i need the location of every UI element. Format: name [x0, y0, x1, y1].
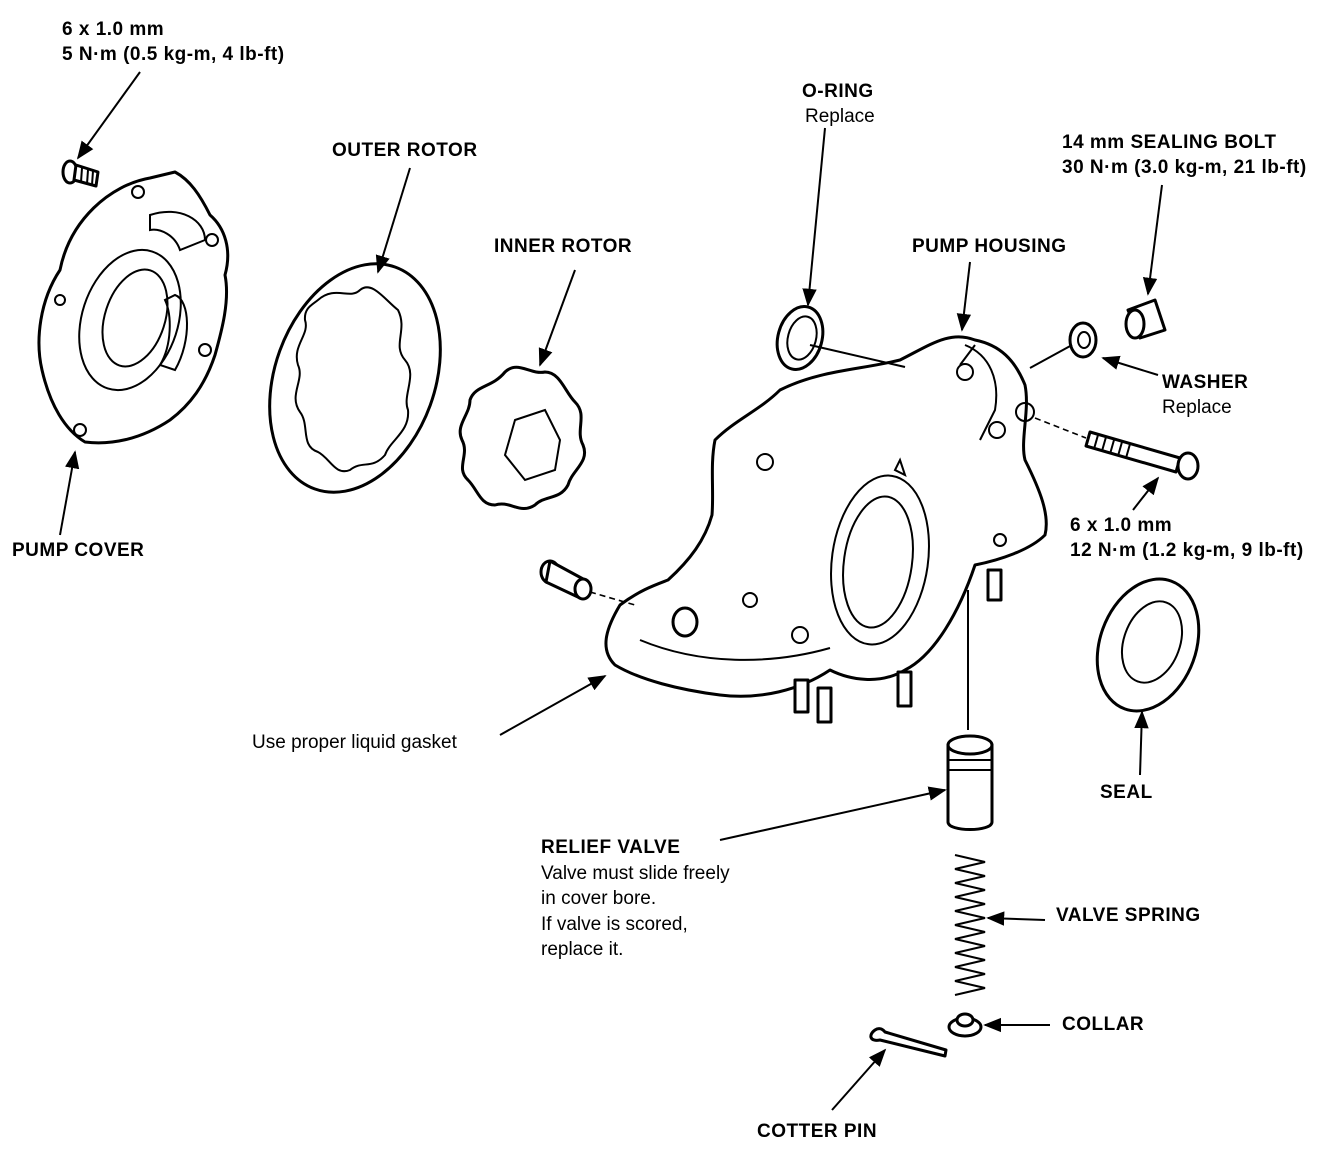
o-ring-note-label: Replace [805, 106, 875, 127]
cover-bolt-torque-label: 5 N·m (0.5 kg-m, 4 lb-ft) [62, 44, 285, 65]
relief-valve [946, 734, 994, 831]
cotter-pin-label: COTTER PIN [757, 1121, 877, 1142]
dowel-pin [539, 559, 636, 606]
relief-valve-note-line-1: Valve must slide freely [541, 863, 730, 884]
pump-cover-label: PUMP COVER [12, 540, 144, 561]
outer-rotor-label: OUTER ROTOR [332, 140, 478, 161]
seal [1095, 577, 1201, 713]
sealing-bolt-torque-label: 30 N·m (3.0 kg-m, 21 lb-ft) [1062, 157, 1307, 178]
housing-bolt-size-label: 6 x 1.0 mm [1070, 515, 1172, 536]
cover-bolt-size-label: 6 x 1.0 mm [62, 19, 164, 40]
pump-cover [37, 170, 230, 445]
o-ring [775, 305, 825, 371]
o-ring-alignment-line [809, 344, 906, 368]
relief-valve-note-line-3: If valve is scored, [541, 914, 688, 935]
sealing-bolt [1124, 298, 1167, 340]
inner-rotor [458, 365, 587, 511]
washer [1068, 321, 1098, 359]
liquid-gasket-label: Use proper liquid gasket [252, 732, 458, 753]
sealing-bolt-label: 14 mm SEALING BOLT [1062, 132, 1277, 153]
housing-bolt-torque-label: 12 N·m (1.2 kg-m, 9 lb-ft) [1070, 540, 1304, 561]
housing-studs [793, 568, 1003, 724]
washer-label: WASHER [1162, 372, 1248, 393]
valve-spring-label: VALVE SPRING [1056, 905, 1201, 926]
cover-bolt [61, 159, 100, 188]
o-ring-label: O-RING [802, 81, 874, 102]
pump-housing-label: PUMP HOUSING [912, 236, 1067, 257]
valve-spring [954, 854, 986, 996]
outer-rotor [268, 262, 442, 494]
leader-lines [59, 71, 1163, 1111]
collar [947, 1012, 983, 1038]
washer-note-label: Replace [1162, 397, 1232, 418]
relief-valve-note-line-2: in cover bore. [541, 888, 656, 909]
seal-label: SEAL [1100, 782, 1153, 803]
collar-label: COLLAR [1062, 1014, 1144, 1035]
washer-alignment-line [1029, 344, 1073, 369]
housing-bolt [1034, 417, 1200, 481]
relief-valve-note-line-4: replace it. [541, 939, 623, 960]
inner-rotor-label: INNER ROTOR [494, 236, 632, 257]
cotter-pin [869, 1027, 948, 1058]
relief-valve-label: RELIEF VALVE [541, 837, 680, 858]
pump-housing [604, 335, 1048, 698]
